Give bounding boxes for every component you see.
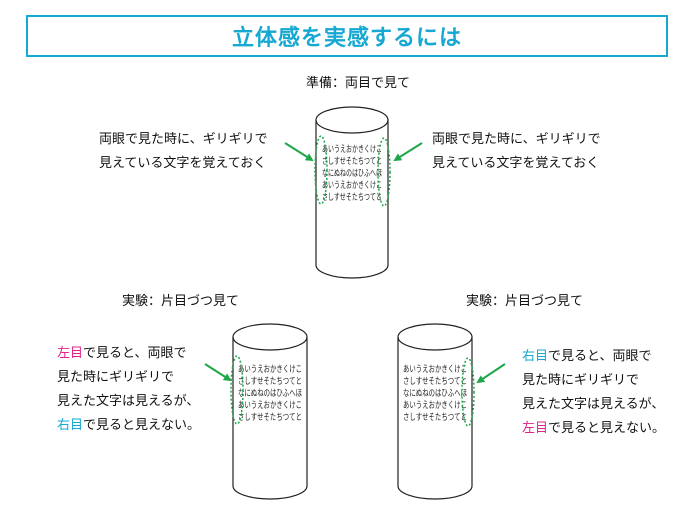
cyl1-row-0: あいうえおかきくけこ xyxy=(322,144,382,155)
exp-left-line-1-rest: で見ると、両眼で xyxy=(83,346,187,361)
exp-right-text: 右目で見ると、両眼で 見た時にギリギリで 見えた文字は見えるが、 左目で見ると見… xyxy=(522,345,665,441)
exp-right-line-3: 見えた文字は見えるが、 xyxy=(522,397,665,412)
prep-right-line-1: 両眼で見た時に、ギリギリで xyxy=(432,132,601,147)
cyl3-row-3: あいうえおかきくけこ xyxy=(403,400,467,411)
right-eye-word-2: 右目 xyxy=(522,349,549,364)
exp-left-text: 左目で見ると、両眼で 見た時にギリギリで 見えた文字は見えるが、 右目で見ると見… xyxy=(57,342,200,438)
prep-right-arrow xyxy=(393,142,423,162)
exp-left-line-4-rest: で見ると見えない。 xyxy=(83,418,201,433)
cyl1-row-2: なにぬねのはひふへほ xyxy=(322,168,382,179)
exp-left-line-1: 左目で見ると、両眼で xyxy=(57,342,200,366)
exp-left-line-2: 見た時にギリギリで xyxy=(57,370,175,385)
exp-right-line-1: 右目で見ると、両眼で xyxy=(522,345,665,369)
cyl2-row-4: さしすせそたちつてと xyxy=(238,412,302,423)
title-box: 立体感を実感するには xyxy=(26,15,668,57)
exp-right-line-4-rest: で見ると見えない。 xyxy=(548,421,666,436)
cyl3-row-1: さしすせそたちつてと xyxy=(403,376,467,387)
left-eye-edge-marker xyxy=(230,355,244,425)
left-eye-arrow xyxy=(204,363,232,382)
prep-left-arrow xyxy=(284,142,314,162)
cyl2-row-2: なにぬねのはひふへほ xyxy=(238,388,302,399)
exp-right-line-1-rest: で見ると、両眼で xyxy=(548,349,652,364)
cyl2-row-3: あいうえおかきくけこ xyxy=(238,400,302,411)
prep-right-line-2: 見えている文字を覚えておく xyxy=(432,156,600,171)
cyl2-row-1: さしすせそたちつてと xyxy=(238,376,302,387)
prep-left-line-1: 両眼で見た時に、ギリギリで xyxy=(99,132,268,147)
cylinder-prep xyxy=(315,106,389,279)
exp-left-line-4: 右目で見ると見えない。 xyxy=(57,414,200,438)
prep-left-edge-marker xyxy=(314,135,328,205)
exp-right-line-2: 見た時にギリギリで xyxy=(522,373,640,388)
cyl2-row-0: あいうえおかきくけこ xyxy=(238,364,302,375)
prep-heading: 準備：両目で見て xyxy=(306,76,411,91)
cyl3-row-0: あいうえおかきくけこ xyxy=(403,364,467,375)
cyl1-row-1: さしすせそたちつてと xyxy=(322,156,382,167)
right-eye-edge-marker xyxy=(461,357,475,427)
cyl3-row-2: なにぬねのはひふへほ xyxy=(403,388,467,399)
exp-right-heading: 実験：片目づつ見て xyxy=(466,294,584,309)
cylinder-right-eye xyxy=(397,323,473,500)
cylinder-left-eye-text: あいうえおかきくけこ さしすせそたちつてと なにぬねのはひふへほ あいうえおかき… xyxy=(238,364,302,423)
right-eye-arrow xyxy=(476,363,506,384)
prep-right-text: 両眼で見た時に、ギリギリで 見えている文字を覚えておく xyxy=(432,128,601,176)
exp-left-heading: 実験：片目づつ見て xyxy=(122,294,240,309)
cyl1-row-3: あいうえおかきくけこ xyxy=(322,180,382,191)
page-title: 立体感を実感するには xyxy=(231,26,462,51)
cylinder-left-eye xyxy=(232,323,308,500)
prep-left-text: 両眼で見た時に、ギリギリで 見えている文字を覚えておく xyxy=(99,128,268,176)
cyl3-row-4: さしすせそたちつてと xyxy=(403,412,467,423)
left-eye-word: 左目 xyxy=(57,346,84,361)
cylinder-prep-text: あいうえおかきくけこ さしすせそたちつてと なにぬねのはひふへほ あいうえおかき… xyxy=(322,144,382,203)
prep-right-edge-marker xyxy=(377,137,391,207)
exp-left-line-3: 見えた文字は見えるが、 xyxy=(57,394,200,409)
cylinder-right-eye-text: あいうえおかきくけこ さしすせそたちつてと なにぬねのはひふへほ あいうえおかき… xyxy=(403,364,467,423)
prep-left-line-2: 見えている文字を覚えておく xyxy=(99,156,267,171)
exp-right-line-4: 左目で見ると見えない。 xyxy=(522,417,665,441)
cyl1-row-4: さしすせそたちつてと xyxy=(322,192,382,203)
right-eye-word: 右目 xyxy=(57,418,84,433)
left-eye-word-2: 左目 xyxy=(522,421,549,436)
